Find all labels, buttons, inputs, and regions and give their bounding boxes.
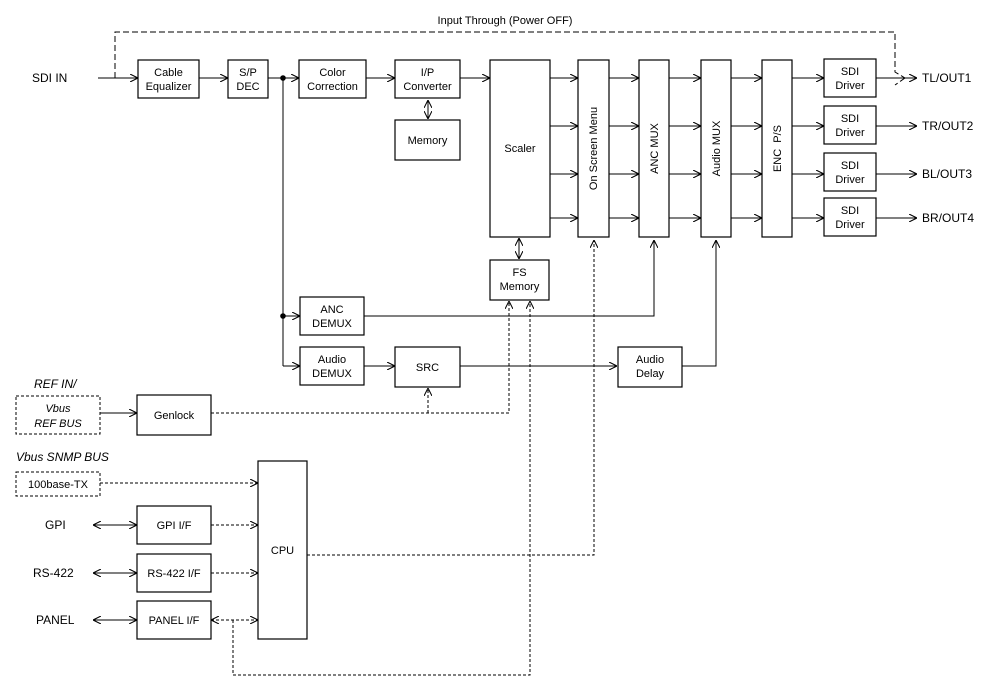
- enc-ps-block: ENC P/S: [761, 59, 793, 238]
- src-block: SRC: [394, 346, 461, 388]
- panel-if-block: PANEL I/F: [136, 600, 212, 640]
- bypass-dashed-line: [114, 31, 906, 79]
- block-label: SDI: [841, 66, 859, 78]
- block-label: Audio MUX: [711, 120, 723, 176]
- block-label: Converter: [403, 81, 452, 93]
- block-label: Genlock: [154, 410, 195, 422]
- block-label: Memory: [500, 281, 540, 293]
- gpi-if-block: GPI I/F: [136, 505, 212, 545]
- block-label: Memory: [408, 135, 448, 147]
- on-screen-menu-block: On Screen Menu: [577, 59, 610, 238]
- block-label: DEMUX: [312, 318, 352, 330]
- cable-equalizer-block: Cable Equalizer: [137, 59, 200, 99]
- sp-dec-block: S/P DEC: [227, 59, 269, 99]
- block-label: ANC: [320, 304, 343, 316]
- block-label: 100base-TX: [28, 479, 89, 491]
- block-label: REF BUS: [34, 418, 82, 430]
- connectors: [93, 31, 917, 676]
- junction-dot: [280, 75, 286, 81]
- anc-demux-block: ANC DEMUX: [299, 296, 365, 336]
- output-2-label: TR/OUT2: [922, 119, 974, 133]
- block-label: ENC P/S: [772, 125, 784, 172]
- sdi-in-label: SDI IN: [32, 71, 67, 85]
- audio-demux-block: Audio DEMUX: [299, 346, 365, 386]
- vbus-snmp-bus-label: Vbus SNMP BUS: [16, 450, 109, 464]
- block-label: SDI: [841, 205, 859, 217]
- cpu-block: CPU: [257, 460, 308, 640]
- block-label: Driver: [835, 174, 865, 186]
- block-label: Color: [319, 67, 346, 79]
- ref-in-label: REF IN/: [34, 377, 78, 391]
- sdi-driver-3-block: SDI Driver: [823, 152, 877, 192]
- block-label: DEC: [236, 81, 259, 93]
- rs422-if-block: RS-422 I/F: [136, 553, 212, 593]
- block-label: ANC MUX: [649, 122, 661, 173]
- output-1-label: TL/OUT1: [922, 71, 972, 85]
- audio-mux-block: Audio MUX: [700, 59, 732, 238]
- genlock-block: Genlock: [136, 394, 212, 436]
- block-label: Audio: [318, 354, 346, 366]
- anc-mux-block: ANC MUX: [638, 59, 670, 238]
- block-label: On Screen Menu: [588, 107, 600, 190]
- block-label: PANEL I/F: [149, 615, 200, 627]
- color-correction-block: Color Correction: [298, 59, 367, 99]
- block-label: RS-422 I/F: [147, 568, 200, 580]
- audio-delay-block: Audio Delay: [617, 346, 683, 388]
- sdi-driver-2-block: SDI Driver: [823, 105, 877, 145]
- block-label: Driver: [835, 127, 865, 139]
- block-label: CPU: [271, 545, 294, 557]
- fs-memory-block: FS Memory: [489, 259, 550, 301]
- block-label: Equalizer: [146, 81, 192, 93]
- block-label: SDI: [841, 113, 859, 125]
- gpi-label: GPI: [45, 518, 66, 532]
- block-label: I/P: [421, 67, 434, 79]
- sdi-driver-1-block: SDI Driver: [823, 58, 877, 98]
- block-label: Driver: [835, 219, 865, 231]
- output-3-label: BL/OUT3: [922, 167, 972, 181]
- sdi-driver-4-block: SDI Driver: [823, 197, 877, 237]
- input-through-label: Input Through (Power OFF): [438, 15, 573, 27]
- block-label: S/P: [239, 67, 257, 79]
- 100base-tx-block: 100base-TX: [15, 471, 101, 497]
- block-label: Delay: [636, 368, 665, 380]
- memory-block: Memory: [394, 119, 461, 161]
- rs422-label: RS-422: [33, 566, 74, 580]
- block-label: FS: [512, 267, 526, 279]
- block-label: Cable: [154, 67, 183, 79]
- block-label: DEMUX: [312, 368, 352, 380]
- block-label: Driver: [835, 80, 865, 92]
- scaler-block: Scaler: [489, 59, 551, 238]
- block-label: Vbus: [45, 403, 71, 415]
- vbus-ref-bus-block: Vbus REF BUS: [15, 395, 101, 435]
- junction-dot: [280, 313, 286, 319]
- output-4-label: BR/OUT4: [922, 211, 974, 225]
- ip-converter-block: I/P Converter: [394, 59, 461, 99]
- block-label: Correction: [307, 81, 358, 93]
- block-label: SDI: [841, 160, 859, 172]
- block-label: GPI I/F: [157, 520, 192, 532]
- block-label: SRC: [416, 362, 439, 374]
- block-label: Audio: [636, 354, 664, 366]
- bypass-switch-line: [894, 77, 906, 86]
- panel-label: PANEL: [36, 613, 75, 627]
- block-label: Scaler: [504, 143, 536, 155]
